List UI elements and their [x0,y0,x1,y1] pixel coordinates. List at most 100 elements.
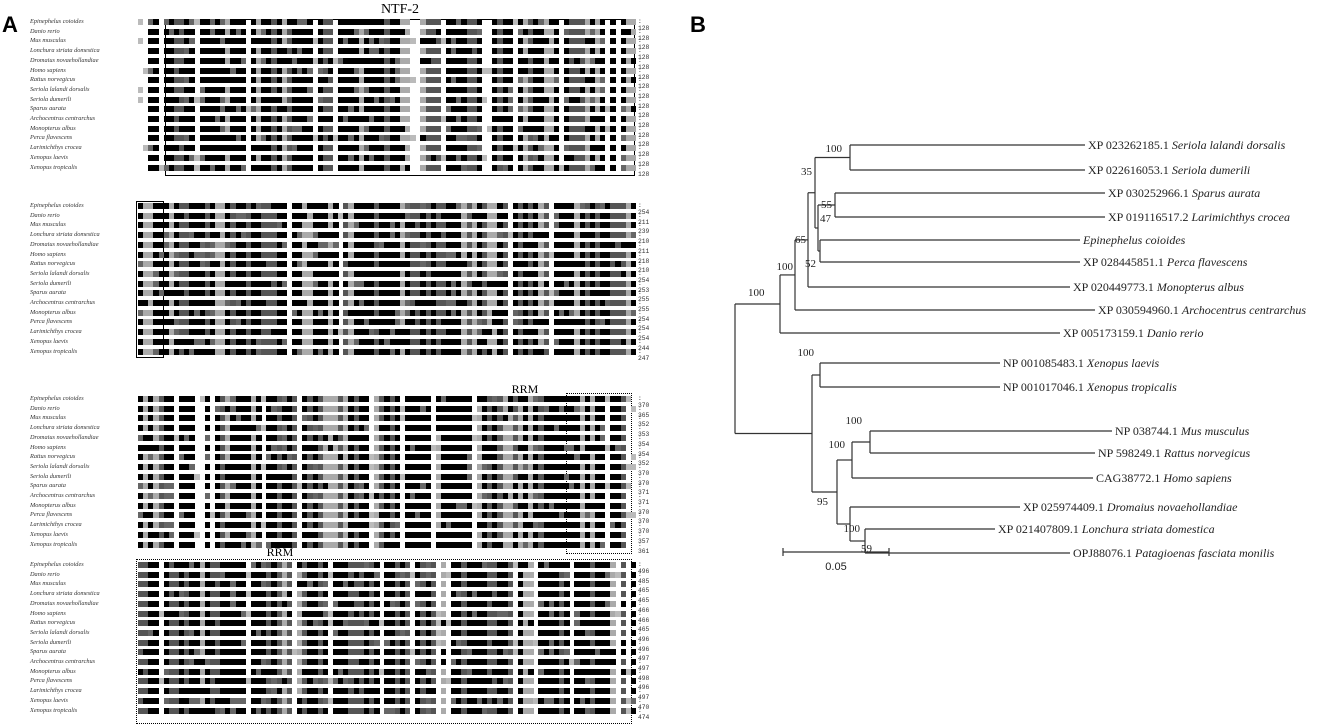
sequence-row [138,512,637,519]
species-label: Rattus norvegicus [30,76,76,84]
residue-position: : 370 [638,501,650,516]
species-label: Rattus norvegicus [30,260,76,268]
species-name: Mus musculus [1180,424,1250,438]
species-label: Xenopus laevis [30,696,68,704]
species-label: Archocentrus centrarchus [30,299,96,306]
bootstrap-value: 100 [844,523,861,535]
sequence-row [138,697,637,704]
accession-number: XP 019116517.2 [1108,210,1191,224]
residue-position: : 128 [638,124,650,139]
residue-position: : 370 [638,395,650,409]
species-label: Seriola dumerili [30,95,72,103]
tree-leaf-label: OPJ88076.1 Patagioenas fasciata monilis [1073,546,1275,560]
sequence-row [138,67,637,74]
residue-position: : 352 [638,414,650,429]
accession-number: CAG38772.1 [1096,471,1163,485]
species-label: Xenopus tropicalis [30,163,78,171]
sequence-row [138,639,637,646]
species-label: Sparus aurata [30,105,66,113]
accession-number: XP 020449773.1 [1073,280,1157,294]
accession-number: NP 001017046.1 [1003,380,1087,394]
species-label: Seriola lalandi dorsalis [30,269,90,277]
species-label: Larimichthys crocea [30,521,82,529]
residue-position: : 370 [638,511,650,526]
species-label: Seriola dumerili [30,472,72,480]
sequence-row [138,309,637,316]
sequence-row [138,86,637,93]
species-label: Lonchura striata domestica [30,47,100,55]
species-label: Xenopus laevis [30,337,68,345]
residue-position: : 466 [638,609,650,624]
sequence-row [138,28,637,35]
sequence-row [138,531,636,538]
sequence-row [138,405,637,412]
residue-position: : 253 [638,279,650,294]
sequence-row [138,581,637,588]
sequence-row [138,232,637,239]
species-label: Archocentrus centrarchus [30,658,96,665]
sequence-row [138,668,637,675]
tree-leaf-label: XP 022616053.1 Seriola dumerili [1088,163,1250,177]
sequence-row [138,125,637,132]
tree-leaf-label: XP 028445851.1 Perca flavescens [1083,255,1248,269]
accession-number: XP 022616053.1 [1088,163,1172,177]
sequence-row [138,241,637,248]
tree-leaf-label: XP 030594960.1 Archocentrus centrarchus [1098,303,1306,317]
species-label: Sparus aurata [30,482,66,490]
species-label: Lonchura striata domestica [30,590,100,598]
tree-leaf-label: XP 030252966.1 Sparus aurata [1108,186,1260,200]
species-label: Homo sapiens [30,609,66,617]
residue-position: : 370 [638,462,650,477]
residue-position: : 247 [638,347,650,362]
species-label: Archocentrus centrarchus [30,115,96,122]
residue-position: : 128 [638,66,650,81]
sequence-row [138,348,637,355]
residue-position: : 128 [638,18,650,32]
sequence-row [138,145,637,152]
residue-position: : 128 [638,144,650,159]
tree-leaf-label: NP 038744.1 Mus musculus [1115,424,1250,438]
accession-number: XP 005173159.1 [1063,326,1147,340]
sequence-row [138,454,637,461]
residue-position: : 470 [638,696,650,711]
sequence-row [138,48,637,55]
residue-position: : 210 [638,231,650,246]
residue-position: : 466 [638,599,650,614]
tree-leaf-label: Epinephelus coioides [1082,233,1186,247]
accession-number: XP 028445851.1 [1083,255,1167,269]
bootstrap-value: 35 [801,166,813,178]
species-name: Rattus norvegicus [1163,446,1251,460]
species-label: Xenopus tropicalis [30,706,78,714]
residue-position: : 370 [638,521,650,536]
accession-number: XP 023262185.1 [1088,138,1172,152]
residue-position: : 128 [638,37,650,52]
rrm-domain-box-1 [566,393,632,554]
bootstrap-value: 65 [795,234,807,246]
sequence-row [138,493,636,499]
species-label: Seriola lalandi dorsalis [30,85,90,93]
species-name: Larimichthys crocea [1190,210,1290,224]
species-label: Xenopus tropicalis [30,347,78,355]
sequence-row [138,77,637,84]
sequence-row [138,270,637,277]
sequence-row [138,571,637,578]
sequence-row [138,329,637,336]
sequence-row [138,203,637,209]
sequence-row [138,300,637,306]
residue-position: : 352 [638,453,650,468]
species-label: Perca flavescens [30,134,73,142]
residue-position: : 128 [638,27,650,42]
bootstrap-value: 47 [820,213,832,225]
sequence-row [138,425,636,432]
tree-leaf-label: XP 019116517.2 Larimichthys crocea [1108,210,1290,224]
residue-position: : 254 [638,202,650,216]
sequence-row [138,251,637,258]
residue-position: : 128 [638,47,650,62]
residue-position: : 497 [638,658,650,672]
tree-leaf-label: NP 001017046.1 Xenopus tropicalis [1003,380,1177,394]
residue-position: : 128 [638,115,650,129]
species-label: Dromaius novaehollandiae [30,240,99,248]
